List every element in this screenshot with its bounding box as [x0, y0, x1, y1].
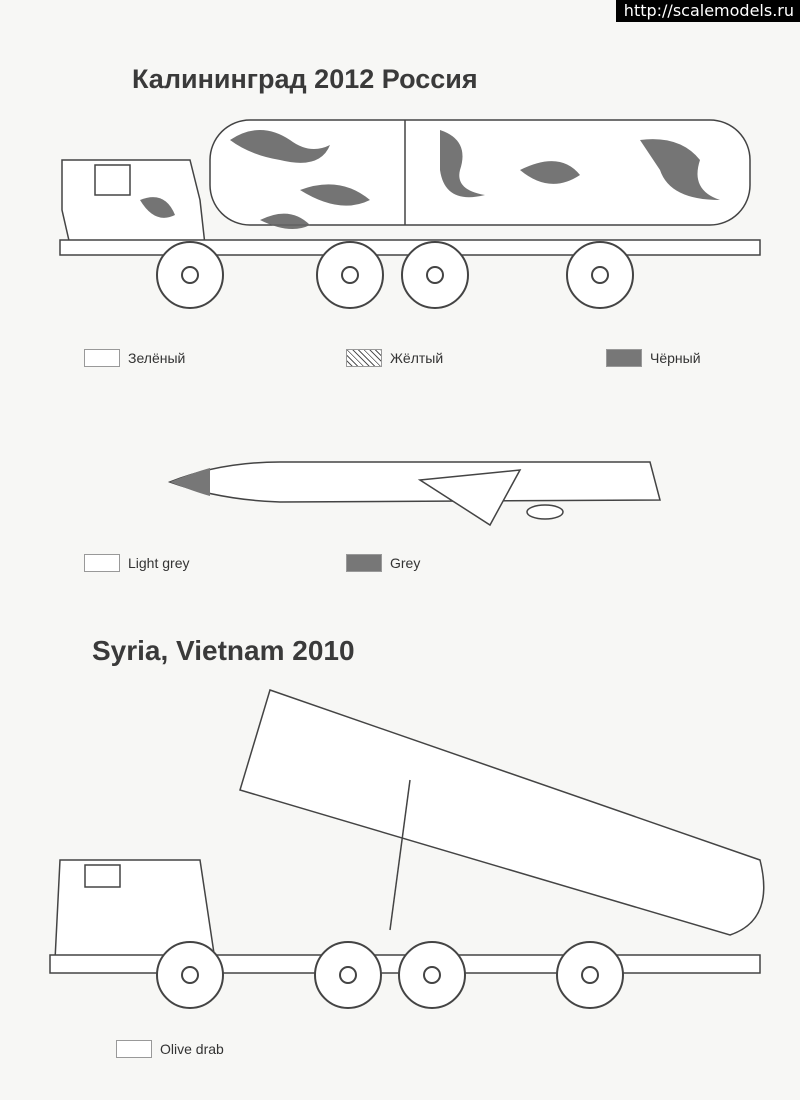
legend-yellow: Жёлтый	[346, 349, 443, 367]
legend-green: Зелёный	[84, 349, 185, 367]
legend-label: Чёрный	[650, 350, 701, 366]
legend-olive-drab: Olive drab	[116, 1040, 224, 1058]
section2-title: Syria, Vietnam 2010	[92, 635, 355, 666]
legend-light-grey: Light grey	[84, 554, 189, 572]
swatch-yellow	[346, 349, 382, 367]
section1-title: Калининград 2012 Россия	[132, 64, 478, 94]
legend-label: Olive drab	[160, 1041, 224, 1057]
swatch-green	[84, 349, 120, 367]
legend-label: Зелёный	[128, 350, 186, 366]
swatch-light-grey	[84, 554, 120, 572]
swatch-olive-drab	[116, 1040, 152, 1058]
legend-label: Light grey	[128, 555, 190, 571]
truck-camo-drawing	[59, 119, 761, 309]
legend-black: Чёрный	[606, 349, 701, 367]
legend-label: Жёлтый	[390, 350, 444, 366]
missile-drawing	[167, 461, 661, 527]
legend-label: Grey	[390, 555, 421, 571]
swatch-grey	[346, 554, 382, 572]
swatch-black	[606, 349, 642, 367]
watermark[interactable]: http://scalemodels.ru	[615, 0, 800, 22]
truck-launch-drawing	[49, 689, 765, 1009]
legend-grey: Grey	[346, 554, 420, 572]
